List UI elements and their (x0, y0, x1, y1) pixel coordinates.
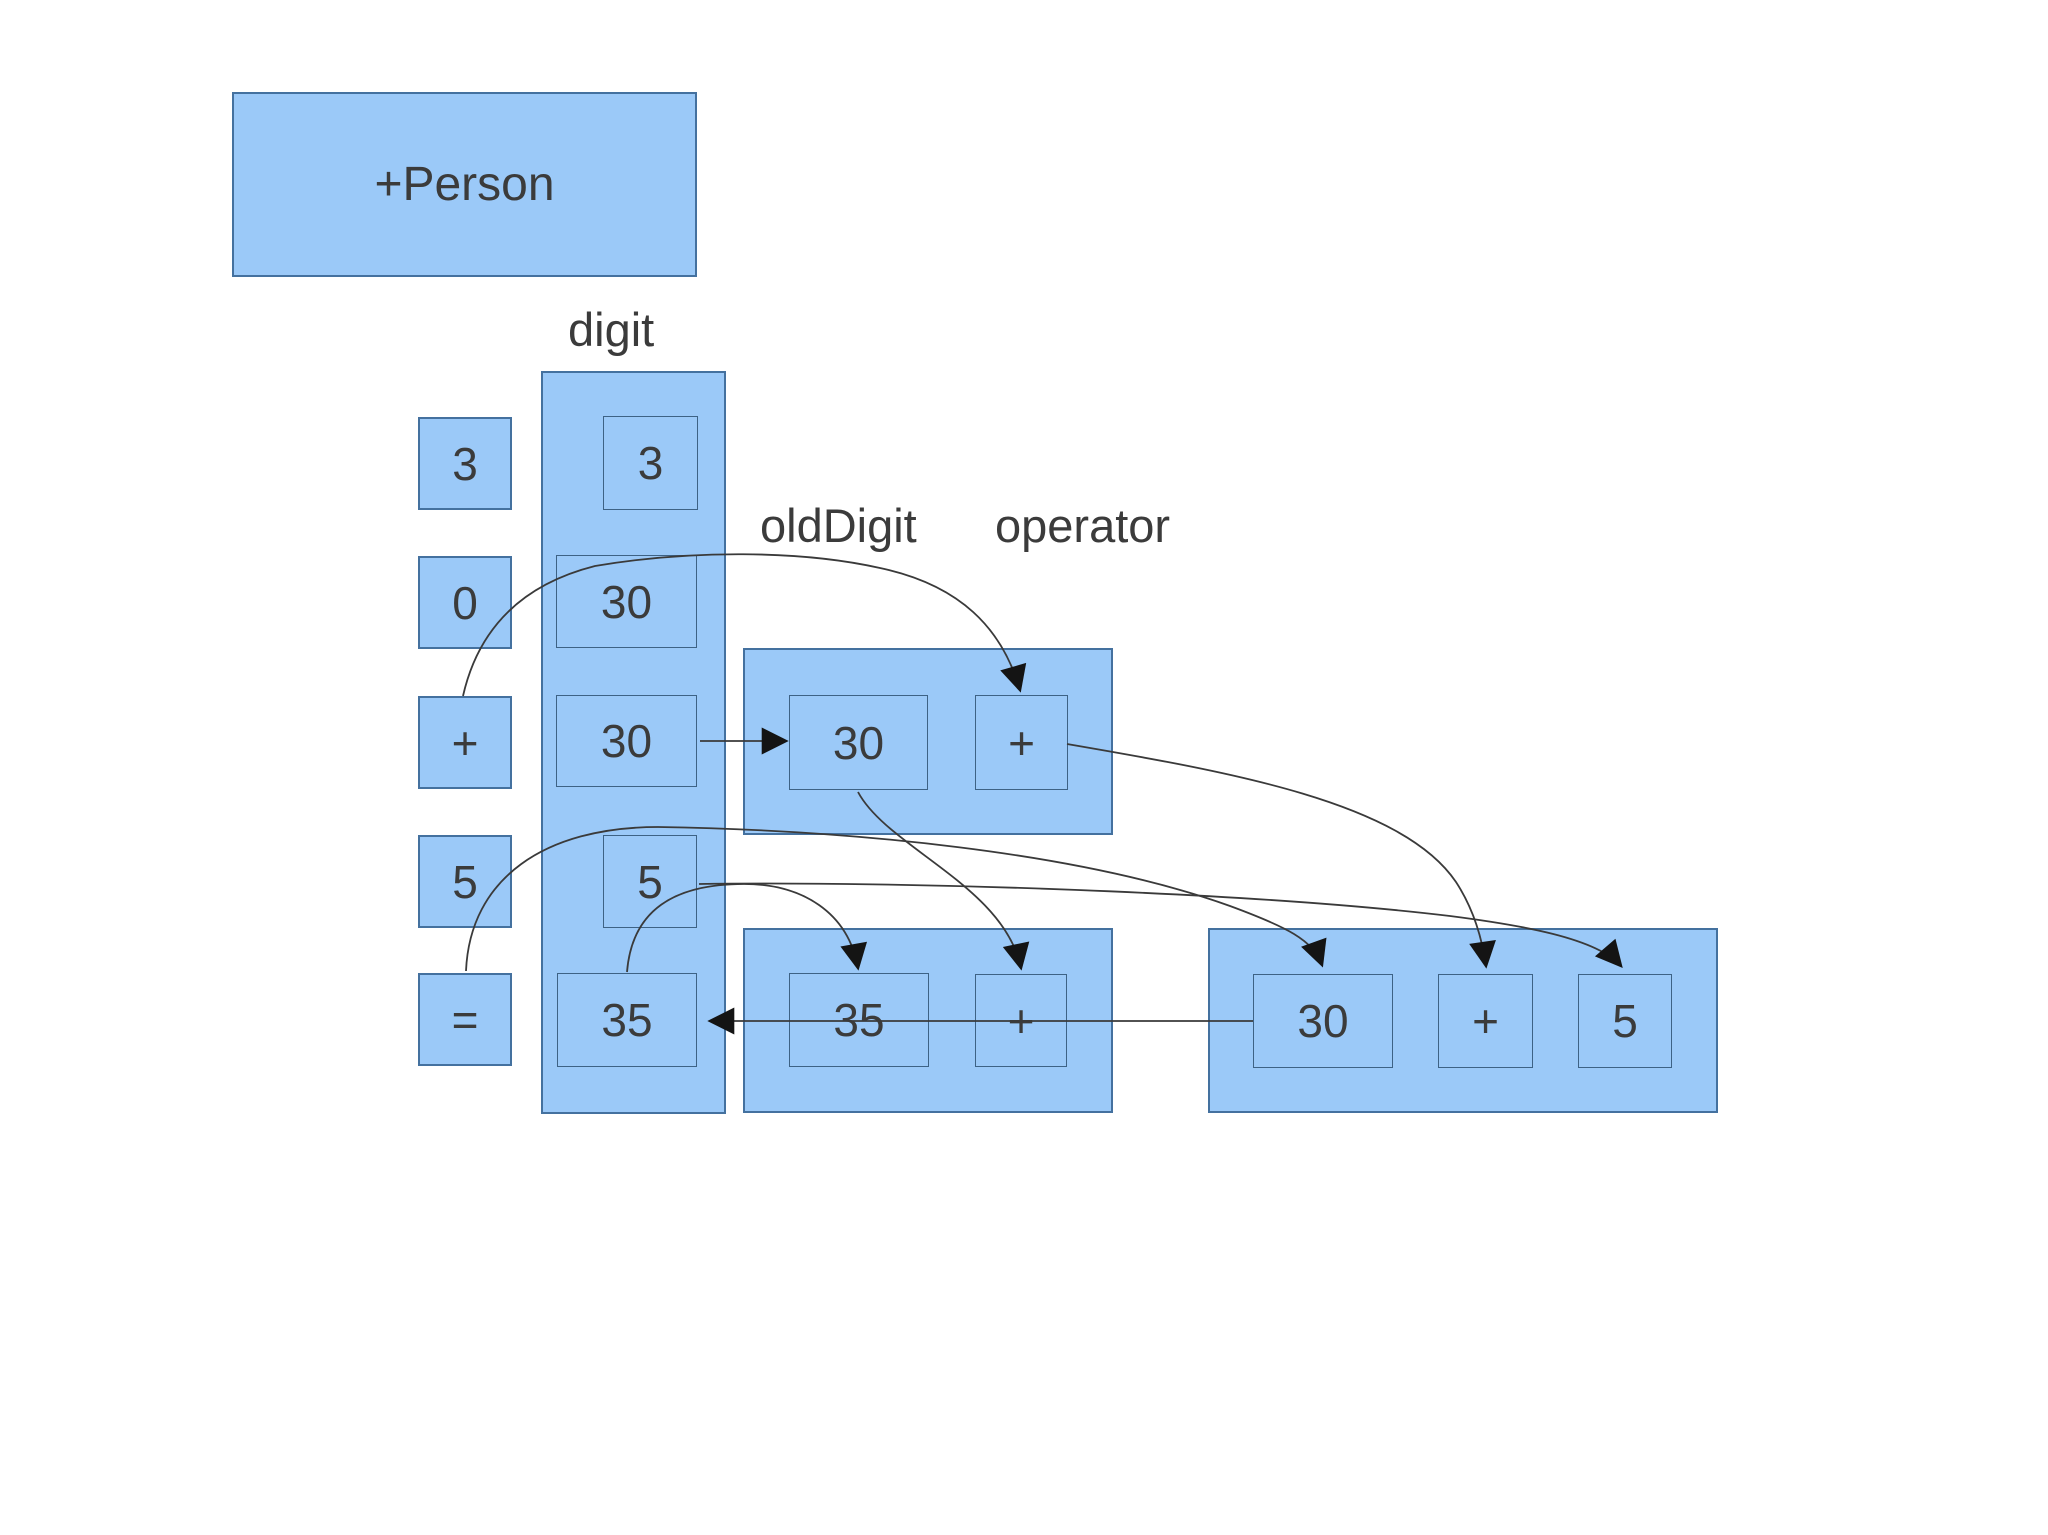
digit-cell-3-value: 3 (637, 437, 664, 489)
key-5-label: 5 (452, 855, 478, 908)
new-state-cell-plus: + (975, 974, 1067, 1067)
key-plus-label: + (451, 716, 479, 769)
person-box-label: +Person (374, 158, 555, 211)
old-digit-cell-30-value: 30 (832, 716, 885, 769)
calc-cell-30-value: 30 (1297, 995, 1349, 1047)
key-plus: + (418, 696, 512, 789)
calc-cell-30: 30 (1253, 974, 1393, 1068)
digit-cell-30-a: 30 (556, 555, 697, 648)
calc-cell-5-value: 5 (1612, 995, 1638, 1047)
key-equals-label: = (451, 993, 479, 1046)
digit-cell-5-value: 5 (637, 855, 663, 908)
key-0-label: 0 (452, 576, 478, 629)
operator-label: operator (995, 499, 1171, 552)
calc-cell-plus: + (1438, 974, 1533, 1068)
digit-cell-30-b-value: 30 (600, 715, 653, 767)
calc-cell-5: 5 (1578, 974, 1672, 1068)
old-digit-label: oldDigit (760, 499, 917, 552)
key-equals: = (418, 973, 512, 1066)
digit-cell-30-b: 30 (556, 695, 697, 787)
operator-cell-plus-value: + (1008, 716, 1035, 769)
key-3-label: 3 (452, 437, 478, 490)
key-5: 5 (418, 835, 512, 928)
digit-cell-3: 3 (603, 416, 698, 510)
key-0: 0 (418, 556, 512, 649)
digit-cell-35: 35 (557, 973, 697, 1067)
new-state-cell-35-value: 35 (833, 994, 885, 1046)
digit-cell-35-value: 35 (601, 994, 653, 1046)
digit-cell-5: 5 (603, 835, 697, 928)
new-state-cell-35: 35 (789, 973, 929, 1067)
operator-cell-plus: + (975, 695, 1068, 790)
old-digit-cell-30: 30 (789, 695, 928, 790)
digit-cell-30-a-value: 30 (600, 575, 653, 628)
person-box: +Person (232, 92, 697, 277)
new-state-cell-plus-value: + (1007, 994, 1035, 1047)
key-3: 3 (418, 417, 512, 510)
digit-column-label: digit (568, 303, 655, 356)
calc-cell-plus-value: + (1472, 995, 1499, 1047)
